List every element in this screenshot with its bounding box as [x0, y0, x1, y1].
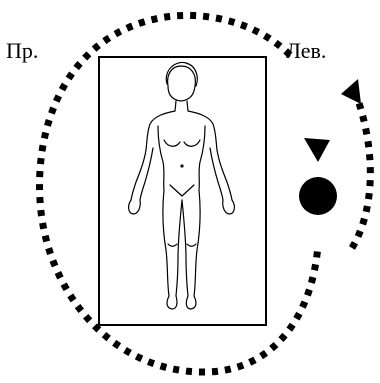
marker-dot: [299, 177, 337, 215]
arrow-up-icon: [341, 79, 361, 104]
figure-frame: [99, 57, 266, 325]
orbit-arc-right: [352, 100, 370, 248]
label-right-side: Пр.: [6, 40, 38, 62]
label-left-side: Лев.: [286, 40, 326, 62]
arrow-down-icon: [304, 138, 330, 162]
